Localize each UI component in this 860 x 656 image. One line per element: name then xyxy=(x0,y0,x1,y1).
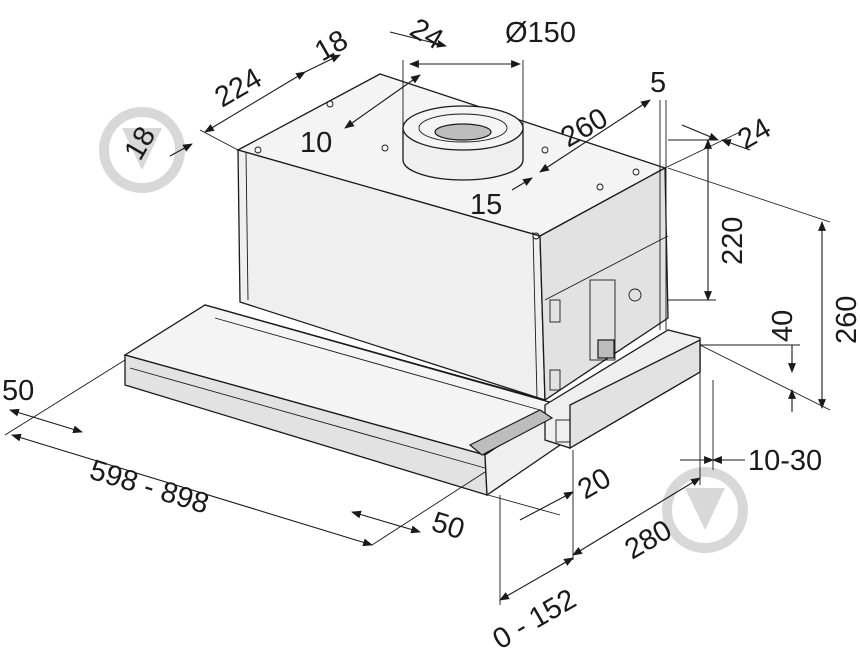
dim-height-40: 40 xyxy=(767,310,799,342)
dim-height-220: 220 xyxy=(717,217,749,265)
dimension-lines xyxy=(4,31,831,605)
dim-top-224: 224 xyxy=(210,62,268,114)
dim-top-10: 10 xyxy=(300,127,332,159)
dim-top-15: 15 xyxy=(470,189,502,221)
dim-top-5: 5 xyxy=(650,67,666,99)
dim-side-10-30: 10-30 xyxy=(748,445,822,477)
dim-height-260: 260 xyxy=(831,296,860,344)
dim-extension-range: 0 - 152 xyxy=(488,583,582,656)
dim-front-20: 20 xyxy=(573,462,617,506)
dim-front-50-left: 50 xyxy=(2,375,34,407)
watermark-logo-right-icon xyxy=(662,467,748,553)
dim-top-18-upper: 18 xyxy=(310,24,354,68)
dim-width-range: 598 - 898 xyxy=(86,454,213,520)
hood-tray xyxy=(123,304,701,497)
dim-outlet-diameter: Ø150 xyxy=(505,17,576,49)
exhaust-outlet xyxy=(402,105,524,181)
dim-front-50-right: 50 xyxy=(428,506,468,546)
dim-side-24-right: 24 xyxy=(733,112,777,156)
dim-top-24: 24 xyxy=(405,12,449,56)
